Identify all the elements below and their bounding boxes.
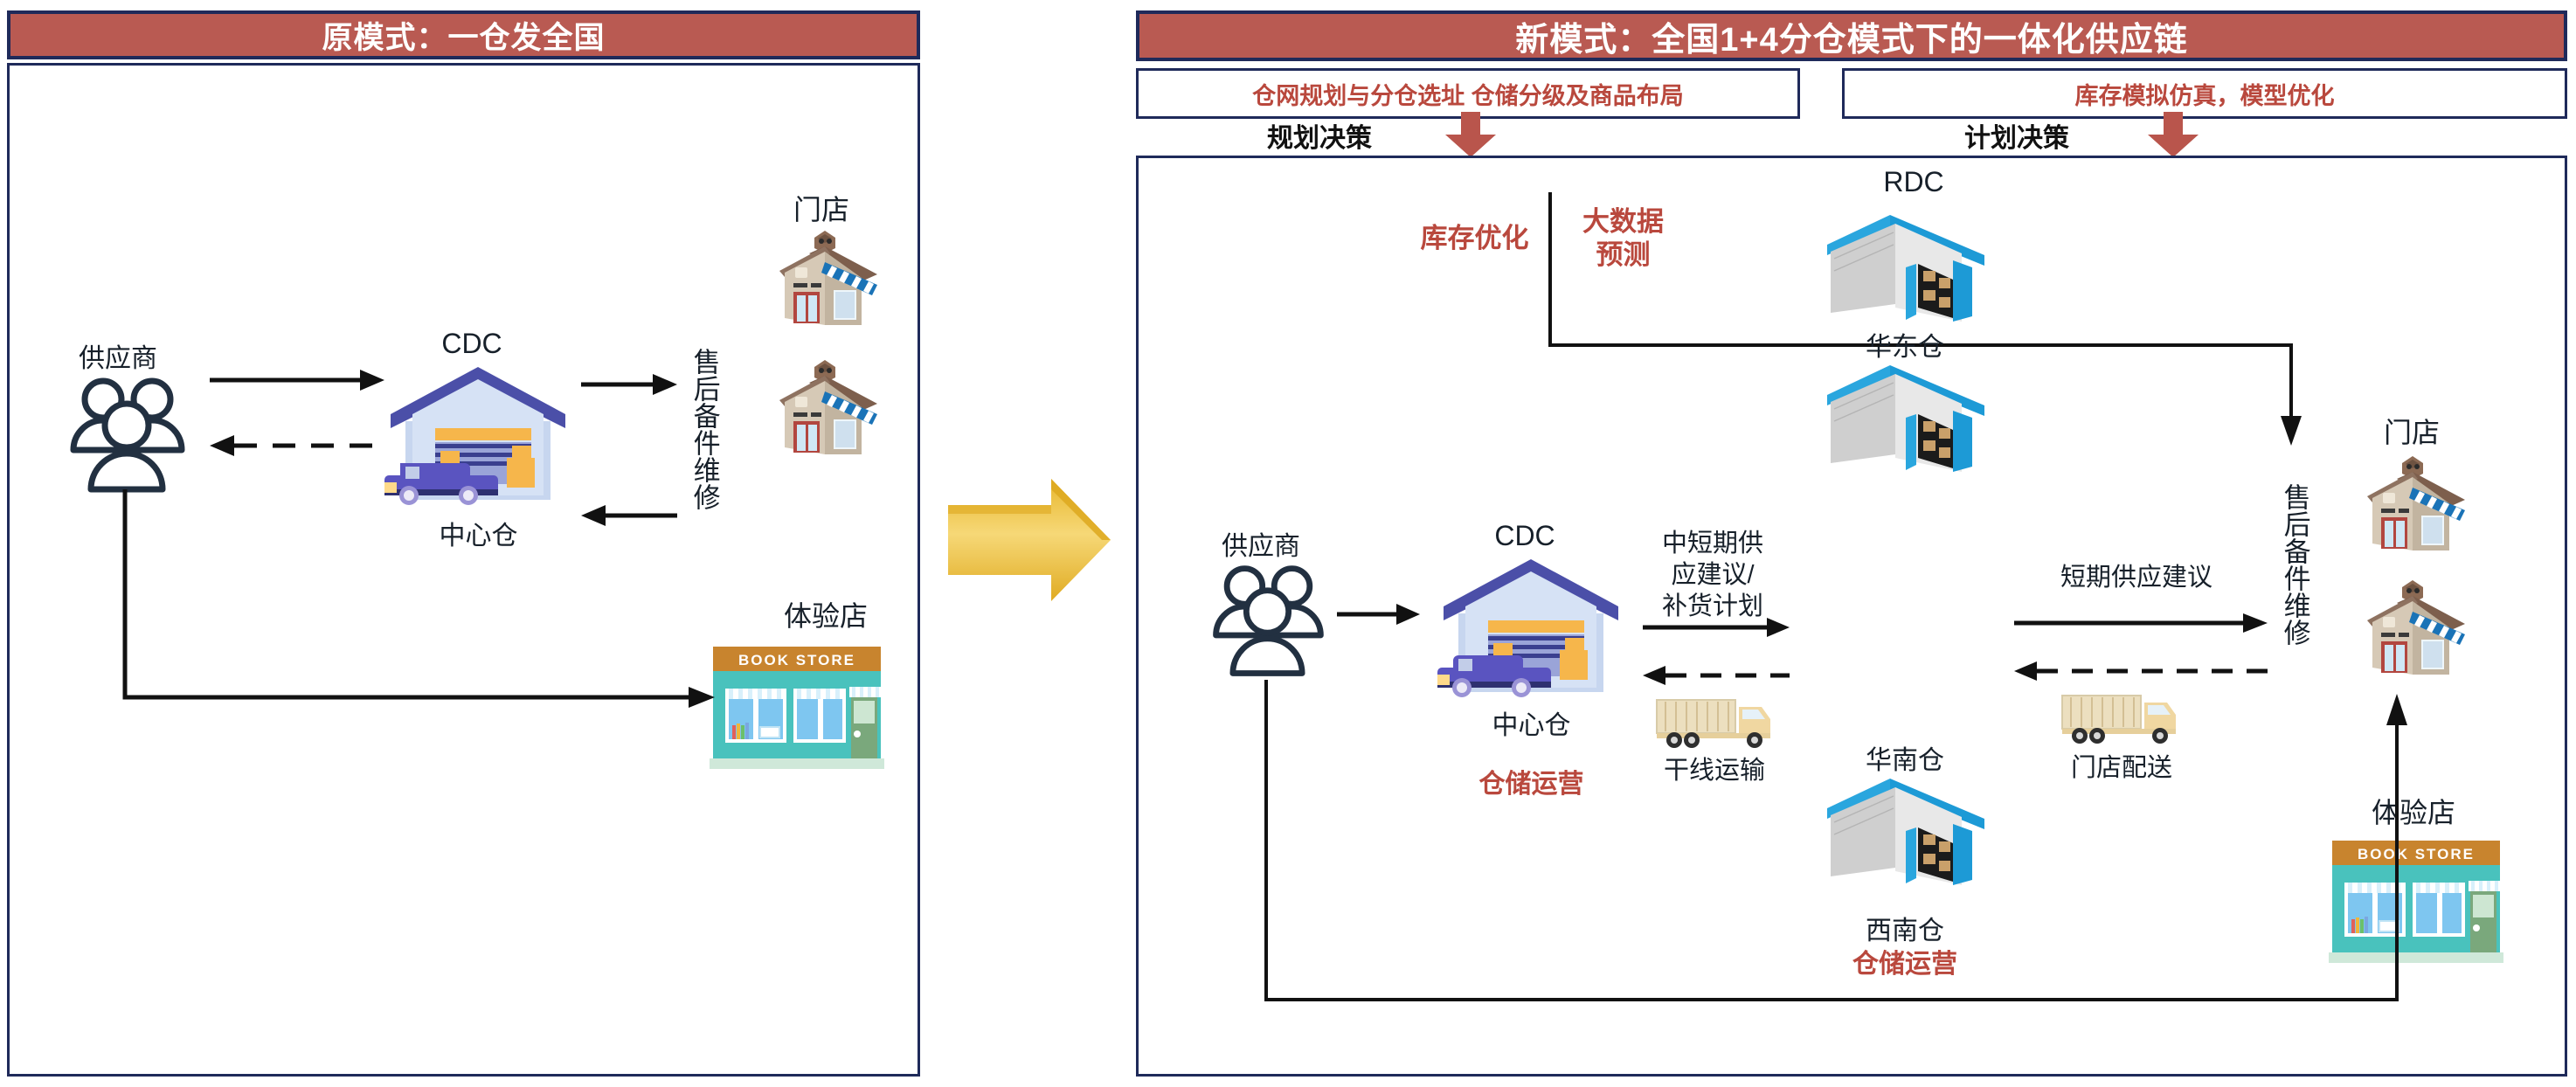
- arrow-rdc-to-cdc-dashed: [1643, 664, 1790, 687]
- store-delivery-truck-icon: [2060, 690, 2183, 744]
- left-cdc-sub-label: 中心仓: [439, 522, 518, 550]
- rdc-warehouse-icon-3: [1822, 773, 1988, 896]
- store-delivery-label: 门店配送: [2070, 754, 2172, 782]
- right-cdc-sub-label: 中心仓: [1492, 711, 1571, 740]
- big-data-forecast-label-line1: 大数据: [1582, 206, 1664, 237]
- left-panel-body: [7, 63, 920, 1077]
- right-arrow-supplier-to-experience-store: [1263, 680, 2416, 1021]
- left-store-icon-2: [767, 357, 881, 461]
- trunk-transport-truck-icon: [1655, 695, 1777, 749]
- big-data-routing-line: [1547, 192, 2316, 454]
- right-supplier-label: 供应商: [1222, 532, 1300, 561]
- left-arrow-supplier-to-cdc: [210, 367, 384, 393]
- left-store-label: 门店: [793, 194, 849, 225]
- right-panel-title-text: 新模式：全国1+4分仓模式下的一体化供应链: [1515, 21, 2188, 59]
- left-store-icon-1: [767, 227, 881, 332]
- inventory-optimization-label: 库存优化: [1420, 223, 1529, 253]
- right-cdc-warehouse-icon: [1437, 552, 1625, 701]
- left-panel-title-bar: 原模式：一仓发全国: [7, 10, 920, 59]
- left-panel-title-text: 原模式：一仓发全国: [322, 20, 606, 55]
- subbox-planning-text: 仓网规划与分仓选址 仓储分级及商品布局: [1252, 82, 1684, 109]
- left-service-vertical-label: 售后备件维修: [689, 348, 720, 510]
- right-bookstore-icon: BOOK STORE: [2329, 841, 2503, 967]
- subbox-simulation[interactable]: 库存模拟仿真，模型优化: [1842, 68, 2567, 119]
- right-cdc-label: CDC: [1494, 520, 1555, 551]
- arrow-cdc-to-rdc: [1643, 616, 1790, 639]
- right-store-icon-2: [2355, 577, 2469, 682]
- right-store-label: 门店: [2383, 417, 2440, 448]
- mid-short-supply-line1: 中短期供: [1661, 530, 1763, 557]
- left-arrow-store-to-cdc: [581, 502, 677, 529]
- rdc-label: RDC: [1883, 166, 1944, 197]
- mid-short-supply-line2: 应建议/: [1671, 561, 1755, 589]
- subbox-planning[interactable]: 仓网规划与分仓选址 仓储分级及商品布局: [1136, 68, 1800, 119]
- trunk-transport-label: 干线运输: [1663, 757, 1765, 785]
- rdc-warehouse-label-2: 华南仓: [1866, 746, 1944, 775]
- supplier-people-icon: [61, 371, 192, 502]
- gold-right-arrow: [948, 472, 1114, 612]
- rdc-warehouse-icon-2: [1822, 360, 1988, 482]
- left-supplier-label: 供应商: [79, 344, 157, 373]
- left-arrow-supplier-to-experience-store: [122, 489, 725, 725]
- left-bookstore-icon: BOOK STORE: [710, 647, 884, 773]
- short-supply-label: 短期供应建议: [2060, 564, 2212, 592]
- rdc-warehouse-label-1: 华东仓: [1866, 333, 1944, 362]
- mid-short-supply-line3: 补货计划: [1661, 592, 1763, 620]
- arrow-store-to-rdc-dashed: [2014, 660, 2268, 682]
- right-service-vertical-label: 售后备件维修: [2279, 483, 2310, 646]
- left-arrow-cdc-to-store: [581, 371, 677, 398]
- plan-decision-arrow-icon: [2143, 112, 2204, 157]
- left-cdc-warehouse-icon: [384, 360, 572, 509]
- left-arrow-cdc-to-supplier-dashed: [210, 433, 384, 459]
- rdc-warehouse-icon-1: [1822, 210, 1988, 332]
- planning-decision-label: 规划决策: [1267, 124, 1372, 153]
- right-panel-title-bar: 新模式：全国1+4分仓模式下的一体化供应链: [1136, 10, 2567, 61]
- arrow-rdc-to-store: [2014, 612, 2268, 634]
- left-cdc-label: CDC: [441, 328, 502, 359]
- right-experience-store-label: 体验店: [2371, 797, 2455, 828]
- left-experience-store-label: 体验店: [783, 600, 868, 632]
- right-store-icon-1: [2355, 453, 2469, 557]
- plan-decision-label: 计划决策: [1964, 124, 2069, 153]
- big-data-forecast-label-line2: 预测: [1596, 239, 1651, 270]
- right-bookstore-sign-text: BOOK STORE: [2358, 846, 2475, 862]
- subbox-simulation-text: 库存模拟仿真，模型优化: [2074, 82, 2335, 109]
- rdc-warehouse-label-3: 西南仓: [1866, 917, 1944, 945]
- left-bookstore-sign-text: BOOK STORE: [738, 652, 855, 668]
- rdc-ops-label: 仓储运营: [1852, 950, 1957, 979]
- right-supplier-people-icon: [1204, 559, 1331, 686]
- planning-decision-arrow-icon: [1440, 112, 1501, 157]
- right-cdc-ops-label: 仓储运营: [1478, 770, 1584, 799]
- right-arrow-supplier-to-cdc: [1337, 601, 1420, 627]
